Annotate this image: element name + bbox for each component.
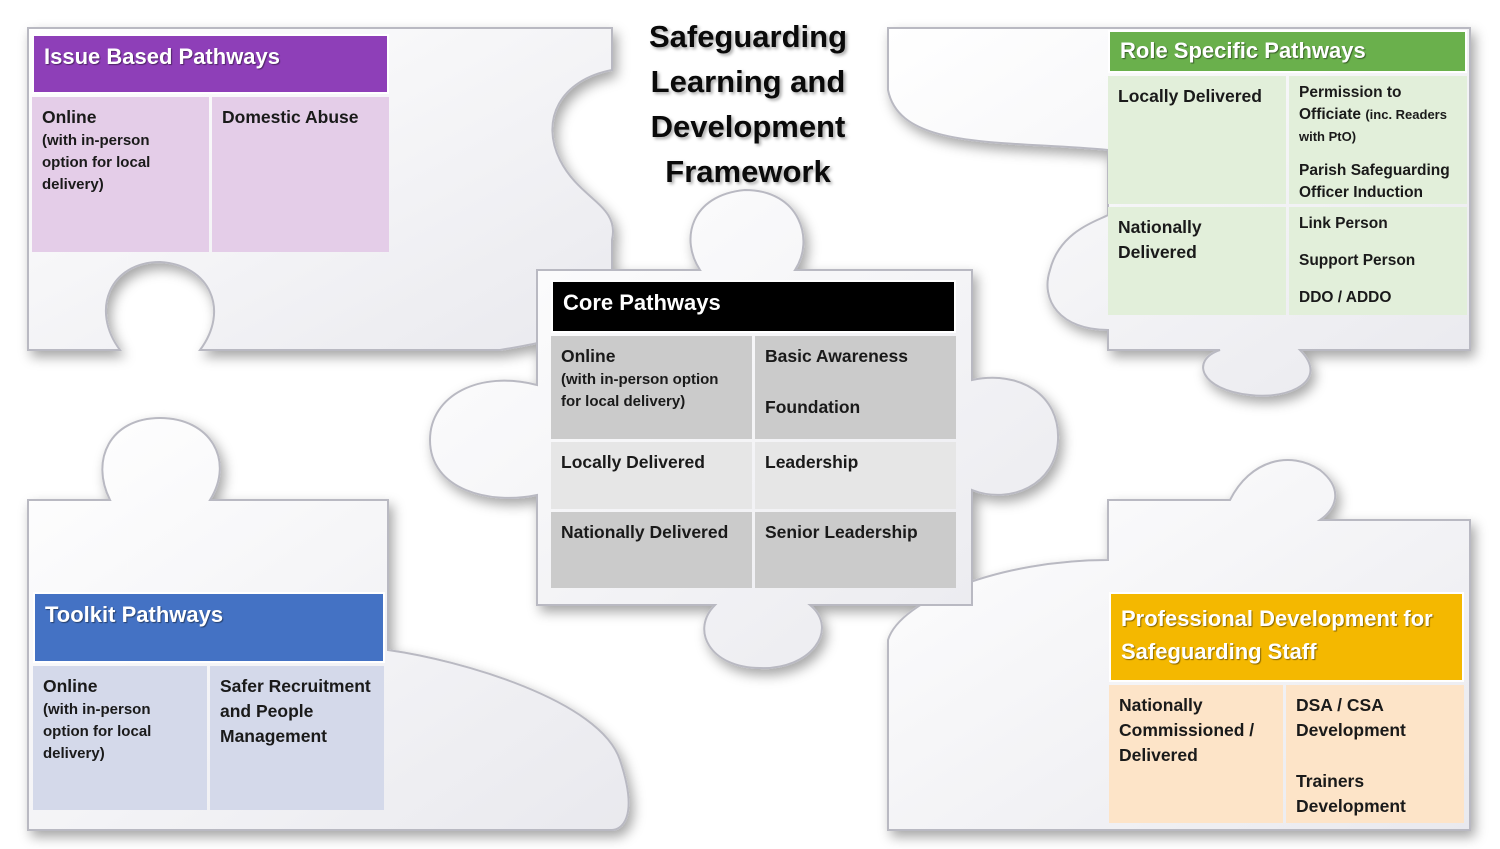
toolkit-online-cell: Online (with in-person option for local … [33,666,207,810]
issue-topic-label: Domestic Abuse [222,107,359,127]
role-link-label: Link Person [1299,215,1388,232]
core-nationally-label: Nationally Delivered [561,522,729,542]
core-senior-label: Senior Leadership [765,522,918,542]
role-locally-items-cell: Permission to Officiate (inc. Readers wi… [1289,76,1467,204]
core-locally-cell: Locally Delivered [551,442,752,509]
role-specific-panel: Role Specific Pathways Locally Delivered… [1108,30,1467,315]
toolkit-online-note: (with in-person option for local deliver… [43,701,152,762]
core-online-cell: Online (with in-person option for local … [551,336,752,439]
professional-trainers-label: Trainers Development [1296,771,1406,816]
role-ddo-label: DDO / ADDO [1299,289,1392,306]
title-line-1: Safeguarding [648,19,848,54]
core-locally-label: Locally Delivered [561,452,705,472]
professional-header: Professional Development for Safeguardin… [1109,592,1464,682]
issue-based-panel: Issue Based Pathways Online (with in-per… [32,34,389,252]
role-locally-cell: Locally Delivered [1108,76,1286,204]
toolkit-safer-label: Safer Recruitment and People Management [220,676,371,746]
core-leadership-label: Leadership [765,452,859,472]
core-header: Core Pathways [551,280,956,333]
professional-nationally-cell: Nationally Commissioned / Delivered [1109,685,1283,823]
core-foundation-label: Foundation [765,397,861,417]
title-line-2: Learning and [650,64,846,99]
toolkit-online-label: Online [43,676,98,696]
title-line-3: Development [650,109,846,144]
role-nationally-items-cell: Link Person Support Person DDO / ADDO [1289,207,1467,315]
issue-topic-cell: Domestic Abuse [212,97,389,252]
role-locally-label: Locally Delivered [1118,86,1262,106]
role-specific-header: Role Specific Pathways [1108,30,1467,73]
professional-items-cell: DSA / CSA Development Trainers Developme… [1286,685,1464,823]
core-leadership-cell: Leadership [755,442,956,509]
core-nationally-cell: Nationally Delivered [551,512,752,588]
role-pto-note: (inc. Readers with PtO) [1299,107,1447,144]
core-online-items-cell: Basic Awareness Foundation [755,336,956,439]
core-basic-label: Basic Awareness [765,346,909,366]
professional-panel: Professional Development for Safeguardin… [1109,592,1464,823]
toolkit-panel: Toolkit Pathways Online (with in-person … [33,592,385,810]
professional-dsa-label: DSA / CSA Development [1296,695,1406,740]
professional-nationally-label: Nationally Commissioned / Delivered [1119,695,1255,765]
page-title: Safeguarding Learning and Development Fr… [620,14,876,194]
core-senior-cell: Senior Leadership [755,512,956,588]
role-parish-label: Parish Safeguarding Officer Induction [1299,162,1450,201]
issue-based-header: Issue Based Pathways [32,34,389,94]
issue-online-note: (with in-person option for local deliver… [42,132,151,193]
toolkit-header: Toolkit Pathways [33,592,385,663]
toolkit-safer-cell: Safer Recruitment and People Management [210,666,384,810]
issue-online-cell: Online (with in-person option for local … [32,97,209,252]
role-nationally-label: Nationally Delivered [1118,217,1202,262]
role-pto-label: Permission to Officiate [1299,84,1402,123]
issue-online-label: Online [42,107,97,127]
role-nationally-cell: Nationally Delivered [1108,207,1286,315]
core-online-label: Online [561,346,616,366]
title-line-4: Framework [665,154,831,189]
role-support-label: Support Person [1299,252,1416,269]
core-online-note: (with in-person option for local deliver… [561,371,719,410]
core-panel: Core Pathways Online (with in-person opt… [551,280,956,588]
